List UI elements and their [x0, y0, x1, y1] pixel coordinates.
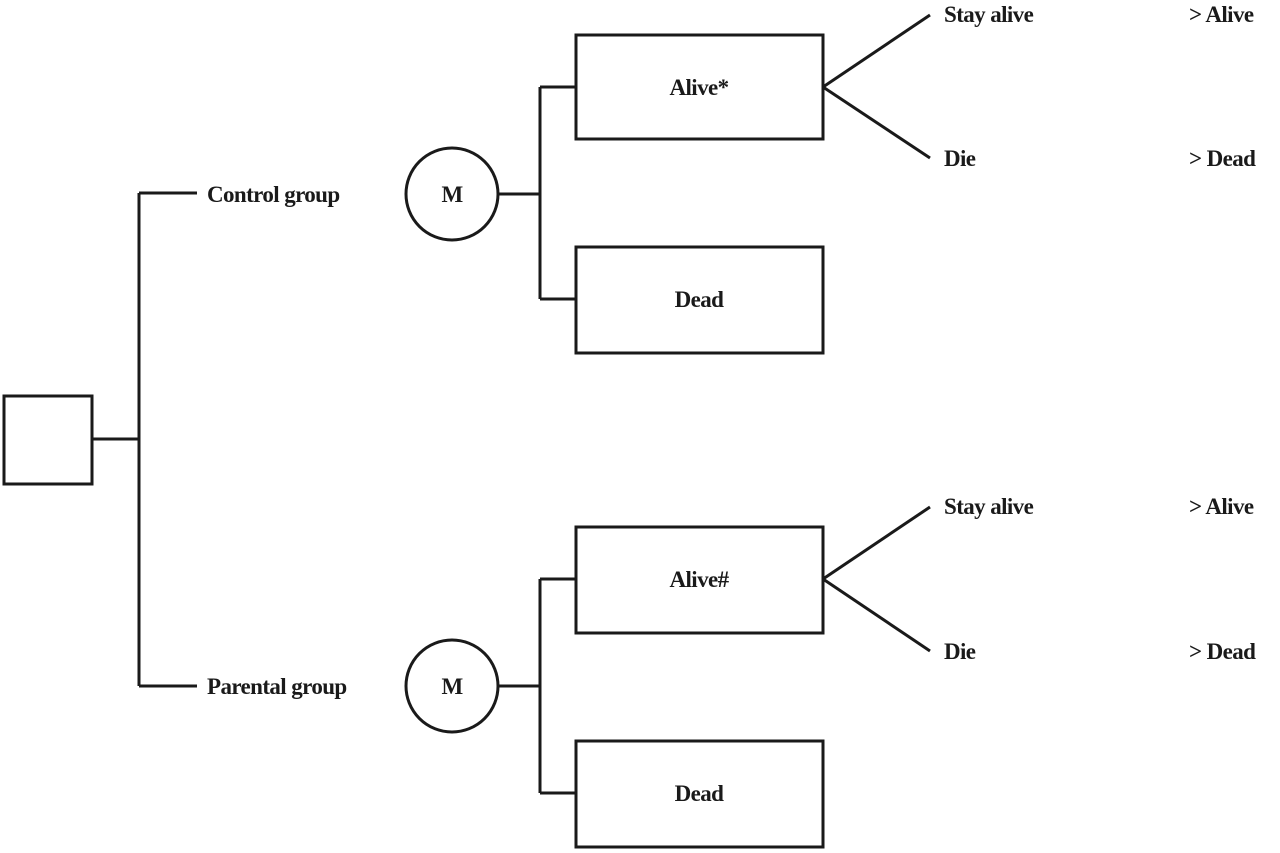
transition-outcome: > Dead — [1189, 639, 1256, 664]
arm-label: Parental group — [207, 674, 347, 699]
arm-control: Control group M Alive* Dead Stay alive >… — [139, 2, 1257, 355]
state-box-dead — [574, 245, 825, 355]
transition-label: Stay alive — [944, 494, 1034, 519]
state-label: Alive# — [670, 567, 730, 592]
arm-label: Control group — [207, 182, 340, 207]
state-label: Dead — [675, 287, 725, 312]
markov-node-label: M — [441, 674, 463, 699]
transition-label: Die — [944, 639, 976, 664]
transition-line-die — [822, 577, 931, 653]
state-label: Dead — [675, 781, 725, 806]
transition-line-stay — [822, 505, 931, 581]
transition-line-die — [822, 85, 931, 160]
transition-line-stay — [822, 13, 931, 89]
transition-label: Stay alive — [944, 2, 1034, 27]
arm-parental: Parental group M Alive# Dead Stay alive … — [139, 494, 1257, 849]
transition-outcome: > Alive — [1189, 2, 1254, 27]
state-box-dead — [574, 739, 825, 849]
markov-node-label: M — [441, 182, 463, 207]
transition-outcome: > Alive — [1189, 494, 1254, 519]
state-label: Alive* — [670, 75, 729, 100]
decision-node — [2, 394, 94, 486]
transition-label: Die — [944, 146, 976, 171]
transition-outcome: > Dead — [1189, 146, 1256, 171]
